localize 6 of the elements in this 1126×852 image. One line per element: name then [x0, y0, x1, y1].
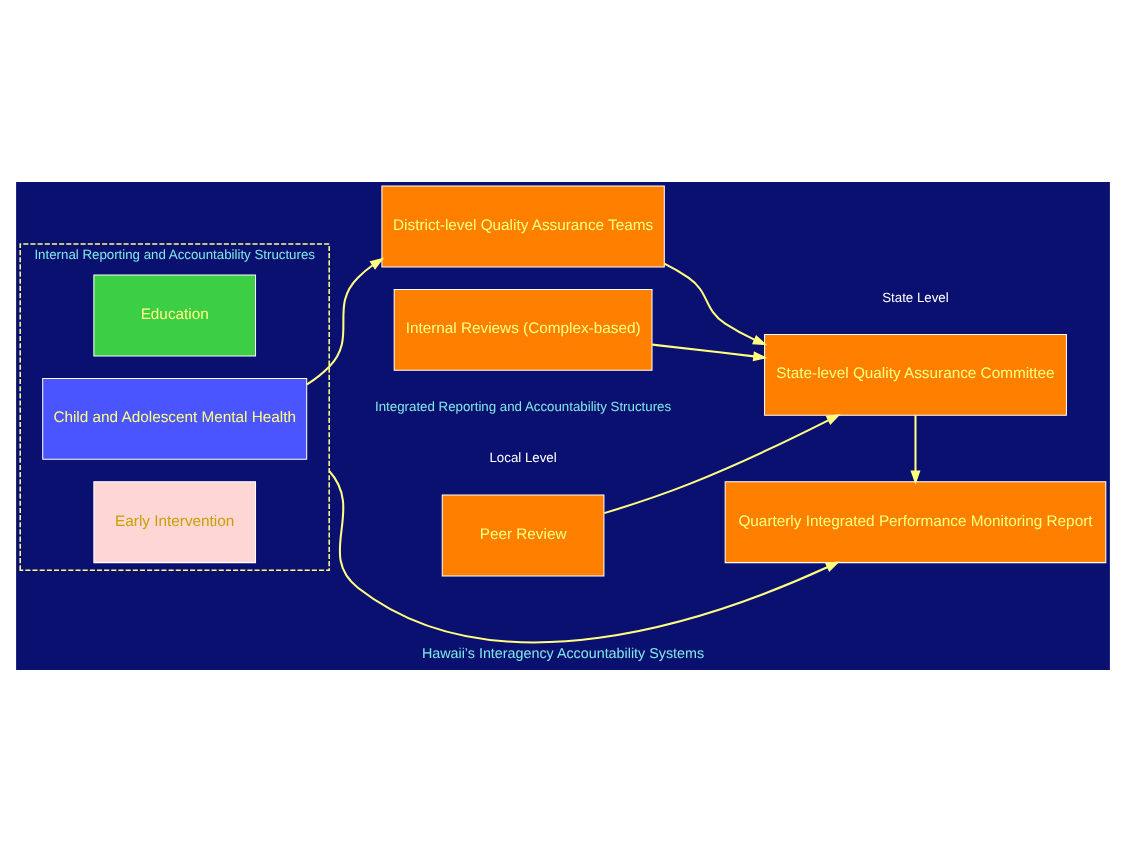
arrow: [910, 415, 921, 485]
arrow: [306, 257, 385, 386]
arrow: [663, 262, 768, 346]
arrow: [652, 343, 768, 362]
arrow: [604, 414, 841, 515]
arrow: [328, 470, 841, 643]
